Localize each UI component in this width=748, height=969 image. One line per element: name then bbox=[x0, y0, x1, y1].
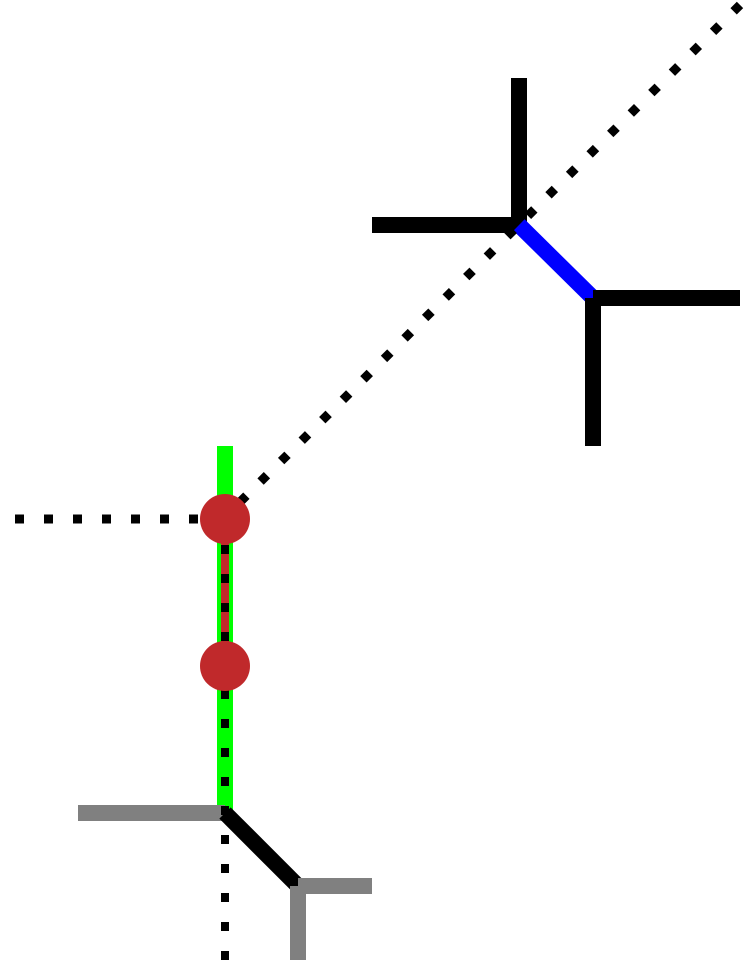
dotted-diagonal bbox=[236, 0, 748, 506]
red-node-lower bbox=[200, 641, 250, 691]
black-diagonal-bottom bbox=[219, 807, 304, 892]
blue-diagonal bbox=[513, 219, 599, 304]
red-node-upper bbox=[200, 494, 250, 544]
